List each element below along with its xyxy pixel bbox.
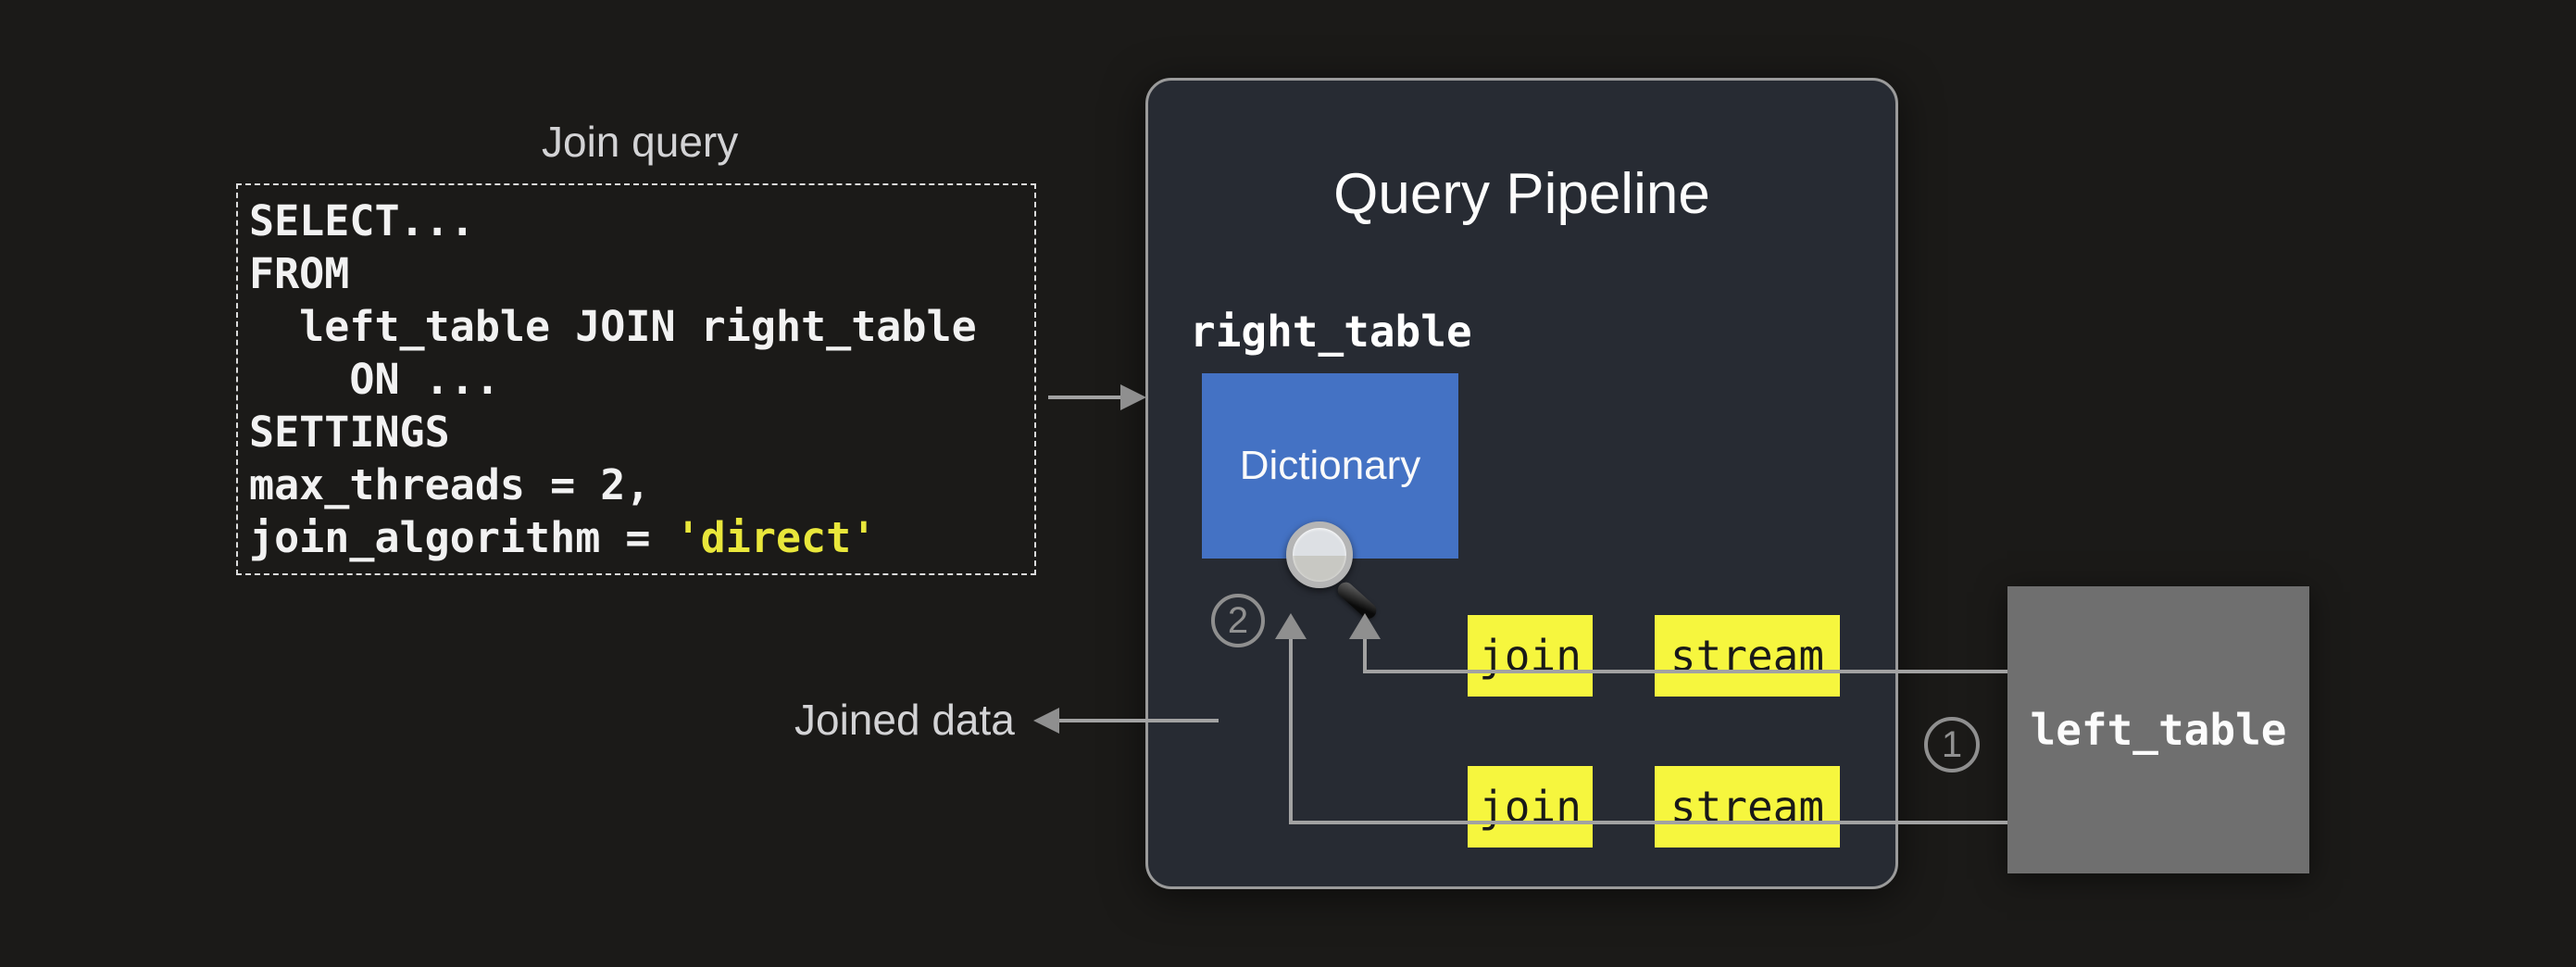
code-line: ON ... [249, 355, 500, 404]
right-table-label: right_table [1190, 307, 1472, 357]
code-line: SETTINGS [249, 408, 450, 457]
magnifying-glass-icon [1286, 521, 1388, 623]
step-2-badge: 2 [1211, 594, 1265, 647]
code-line: left_table JOIN right_table [249, 302, 977, 351]
code-line: SELECT... [249, 196, 475, 245]
query-pipeline-panel: Query Pipeline right_table Dictionary 2 [1145, 78, 1898, 889]
lookup-arrow-row1-icon [1349, 613, 1381, 639]
joined-data-line [1057, 719, 1219, 722]
flow-line-row2-riser [1289, 632, 1293, 824]
query-to-pipeline-line [1048, 396, 1122, 399]
sql-string-direct: 'direct' [675, 513, 877, 562]
flow-line-row2 [1289, 821, 2007, 824]
pipeline-title: Query Pipeline [1333, 162, 1710, 226]
code-setting-text: join_algorithm = [249, 513, 676, 562]
magnifier-lens [1286, 521, 1353, 588]
left-table-box: left_table [2007, 586, 2309, 873]
join-query-label: Join query [542, 118, 739, 166]
code-line: FROM [249, 249, 350, 298]
flow-line-row1 [1365, 670, 2007, 673]
step-1-number: 1 [1941, 723, 1963, 765]
code-line-join-algorithm: join_algorithm = 'direct' [249, 511, 1034, 564]
join-node-row1: join [1468, 615, 1593, 697]
dictionary-label: Dictionary [1239, 443, 1421, 488]
left-table-label: left_table [2030, 705, 2287, 755]
flow-line-row1-riser [1363, 632, 1367, 673]
step-2-number: 2 [1227, 599, 1249, 641]
join-query-code-block: SELECT... FROM left_table JOIN right_tab… [236, 183, 1036, 575]
joined-data-label: Joined data [794, 696, 1015, 744]
lookup-arrow-row2-icon [1275, 613, 1307, 639]
stream-node-row2: stream [1655, 766, 1840, 848]
step-1-badge: 1 [1924, 717, 1980, 772]
join-node-row2: join [1468, 766, 1593, 848]
code-line: max_threads = 2, [249, 460, 651, 509]
joined-data-arrow-icon [1033, 708, 1059, 734]
query-to-pipeline-arrow-icon [1120, 384, 1146, 410]
stream-node-row1: stream [1655, 615, 1840, 697]
